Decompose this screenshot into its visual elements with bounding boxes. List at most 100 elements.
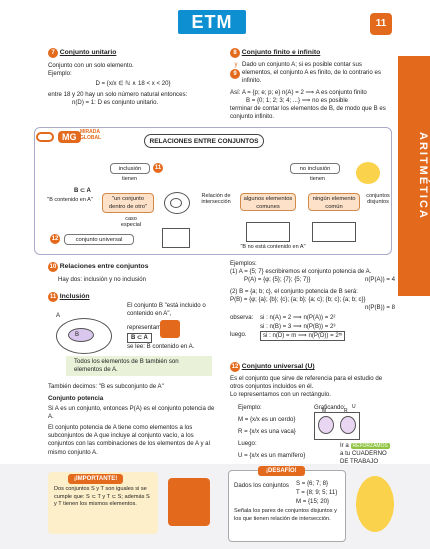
ir-label: Ir a	[340, 442, 349, 449]
label-relacion: Relación de intersección	[201, 193, 231, 206]
example-label: Ejemplo:	[48, 70, 72, 78]
disjoint-rect	[312, 222, 356, 242]
obs-line-boxed: si : n(D) = m ⟹ n(P(D)) = 2ᵐ	[260, 330, 346, 341]
mascot-icon	[356, 162, 380, 184]
label-b: B	[75, 332, 80, 338]
section-title: Relaciones entre conjuntos	[59, 263, 149, 270]
mascot-tv-icon	[168, 478, 210, 526]
badge-11: 11	[48, 292, 58, 302]
label-bca: B ⊂ A	[74, 188, 91, 194]
concept-title: RELACIONES ENTRE CONJUNTOS	[144, 134, 264, 148]
concept-map	[34, 127, 392, 255]
desc: Lo representamos con un rectángulo.	[230, 391, 331, 399]
venn-a	[164, 192, 190, 214]
label-graficando: Graficando:	[314, 404, 346, 411]
important-title: ¡IMPORTANTE!	[68, 474, 124, 485]
text-line: representamos así:	[127, 324, 180, 331]
text-line: El conjunto B "está incluido o contenido…	[127, 302, 206, 318]
examples-title: Ejemplos:	[230, 260, 257, 267]
example-1: (1) A = {5; 7} escribiremos el conjunto …	[230, 268, 372, 276]
section-inclusion: 11 Inclusión	[48, 292, 218, 302]
label-u: U	[352, 404, 356, 410]
label-r: R	[344, 408, 348, 414]
etm-logo: ETM	[178, 10, 246, 34]
mg-badge: MG	[58, 131, 81, 143]
set-m: M = {x/x es un cerdo}	[238, 416, 296, 423]
text-line: Si A es un conjunto, entonces P(A) es el…	[48, 405, 215, 421]
venn-b	[170, 198, 182, 208]
text-line: El conjunto potencia de A tiene como ele…	[48, 424, 210, 456]
important-text: Dos conjuntos S y T son iguales si se cu…	[54, 486, 150, 508]
label-caso: caso especial	[120, 216, 142, 229]
section-title: Conjunto finito e infinito	[241, 49, 321, 56]
character-icon	[160, 320, 180, 338]
side-tab	[398, 56, 430, 296]
reforzamos-badge: REFORZAMOS	[350, 443, 390, 449]
node-comunes: algunos elementos comunes	[240, 193, 296, 211]
label-tienen: tienen	[122, 176, 137, 182]
desafio-text: Señala los pares de conjuntos disjuntos …	[234, 508, 337, 522]
example-2b: n(P(B)) = 8	[365, 304, 395, 312]
text-line: n(D) = 1: D es conjunto unitario.	[72, 98, 159, 106]
mascot-star-icon	[356, 476, 394, 532]
text-line: entre 18 y 20 hay un solo número natural…	[48, 90, 188, 98]
desafio-given: Dados los conjuntos	[234, 482, 289, 489]
universal-rect	[162, 228, 190, 248]
text-line: se lee: B contenido en A.	[127, 343, 195, 350]
section-examples: Ejemplos: (1) A = {5; 7} escribiremos el…	[230, 260, 395, 341]
label-disjuntos: conjuntos disjuntos	[366, 193, 390, 206]
intersect-rect	[246, 222, 290, 242]
example-1a: P(A) = {φ; {5}; {7}; {5; 7}}	[244, 276, 311, 284]
obs-line: si : n(B) = 3 ⟹ n(P(B)) = 2³	[260, 322, 336, 330]
badge-9: 9	[230, 69, 240, 80]
mg-tag: MIRADA GLOBAL	[80, 129, 102, 141]
section-unitario: 7 Conjunto unitario Conjunto con un solo…	[48, 48, 218, 107]
glasses-icon	[36, 132, 54, 142]
circle-m	[318, 416, 334, 434]
cuaderno-link[interactable]: Ir a REFORZAMOS a tu CUADERNO DE TRABAJO	[340, 442, 396, 467]
set-m: M = {15; 20}	[296, 498, 330, 505]
badge-12: 12	[50, 234, 60, 244]
badge-7: 7	[48, 48, 58, 58]
symbol-box: B ⊂ A	[127, 333, 152, 344]
connector: y	[234, 62, 238, 68]
label-m: M	[322, 408, 327, 414]
venn-outer	[56, 318, 112, 354]
formula: D = {x/x ∈ ℕ ∧ 18 < x < 20}	[95, 80, 171, 88]
section-title: Inclusión	[59, 293, 90, 300]
power-title: Conjunto potencia	[48, 395, 104, 402]
label-luego: Luego:	[238, 440, 257, 447]
set-u: U = {x/x es un mamífero}	[238, 452, 306, 459]
section-title: Conjunto unitario	[59, 49, 117, 56]
circle-r	[340, 416, 356, 434]
venn-inner	[68, 328, 94, 342]
badge-12-label: 12	[50, 234, 60, 244]
section-finito: 8 Conjunto finito e infinito y 9 Dado un…	[230, 48, 392, 122]
node-ningun: ningún elemento común	[308, 193, 360, 211]
node-no-inclusion: no inclusión	[290, 163, 340, 174]
obs-line: si : n(A) = 2 ⟹ n(P(A)) = 2²	[260, 314, 336, 322]
note-box: Todos los elementos de B también son ele…	[66, 356, 212, 376]
label-a: A	[56, 313, 61, 319]
badge-12: 12	[230, 362, 240, 372]
luego-label: luego.	[230, 330, 247, 338]
section-universal: 12 Conjunto universal (U) Es el conjunto…	[230, 362, 395, 400]
example-line: terminar de contar los elementos de B, d…	[230, 105, 386, 121]
cuaderno-label: a tu CUADERNO DE TRABAJO	[340, 450, 387, 466]
desc: Conjunto con un solo elemento.	[48, 62, 134, 69]
obs-label: observa:	[230, 314, 254, 322]
label-bnca: "B no está contenido en A"	[240, 244, 306, 250]
label-bca-text: "B contenido en A"	[47, 197, 93, 203]
side-label: ARITMÉTICA	[417, 132, 429, 220]
badge-11: 11	[153, 163, 163, 173]
example-1b: n(P(A)) = 4	[365, 276, 395, 284]
example-line: B = {0; 1; 2; 3; 4; ...} ⟹ no es posible	[246, 96, 349, 104]
badge-10: 10	[48, 262, 58, 272]
badge-8: 8	[230, 48, 240, 58]
badge-11-label: 11	[153, 163, 163, 173]
node-inclusion: inclusión	[110, 163, 150, 174]
example-2a: P(B) = {φ; {a}; {b}; {c}; {a; b}; {a; c}…	[230, 295, 366, 303]
node-dentro: "un conjunto dentro de otro"	[102, 193, 154, 213]
section-title: Conjunto universal (U)	[241, 363, 315, 370]
universal-diagram	[314, 412, 360, 440]
